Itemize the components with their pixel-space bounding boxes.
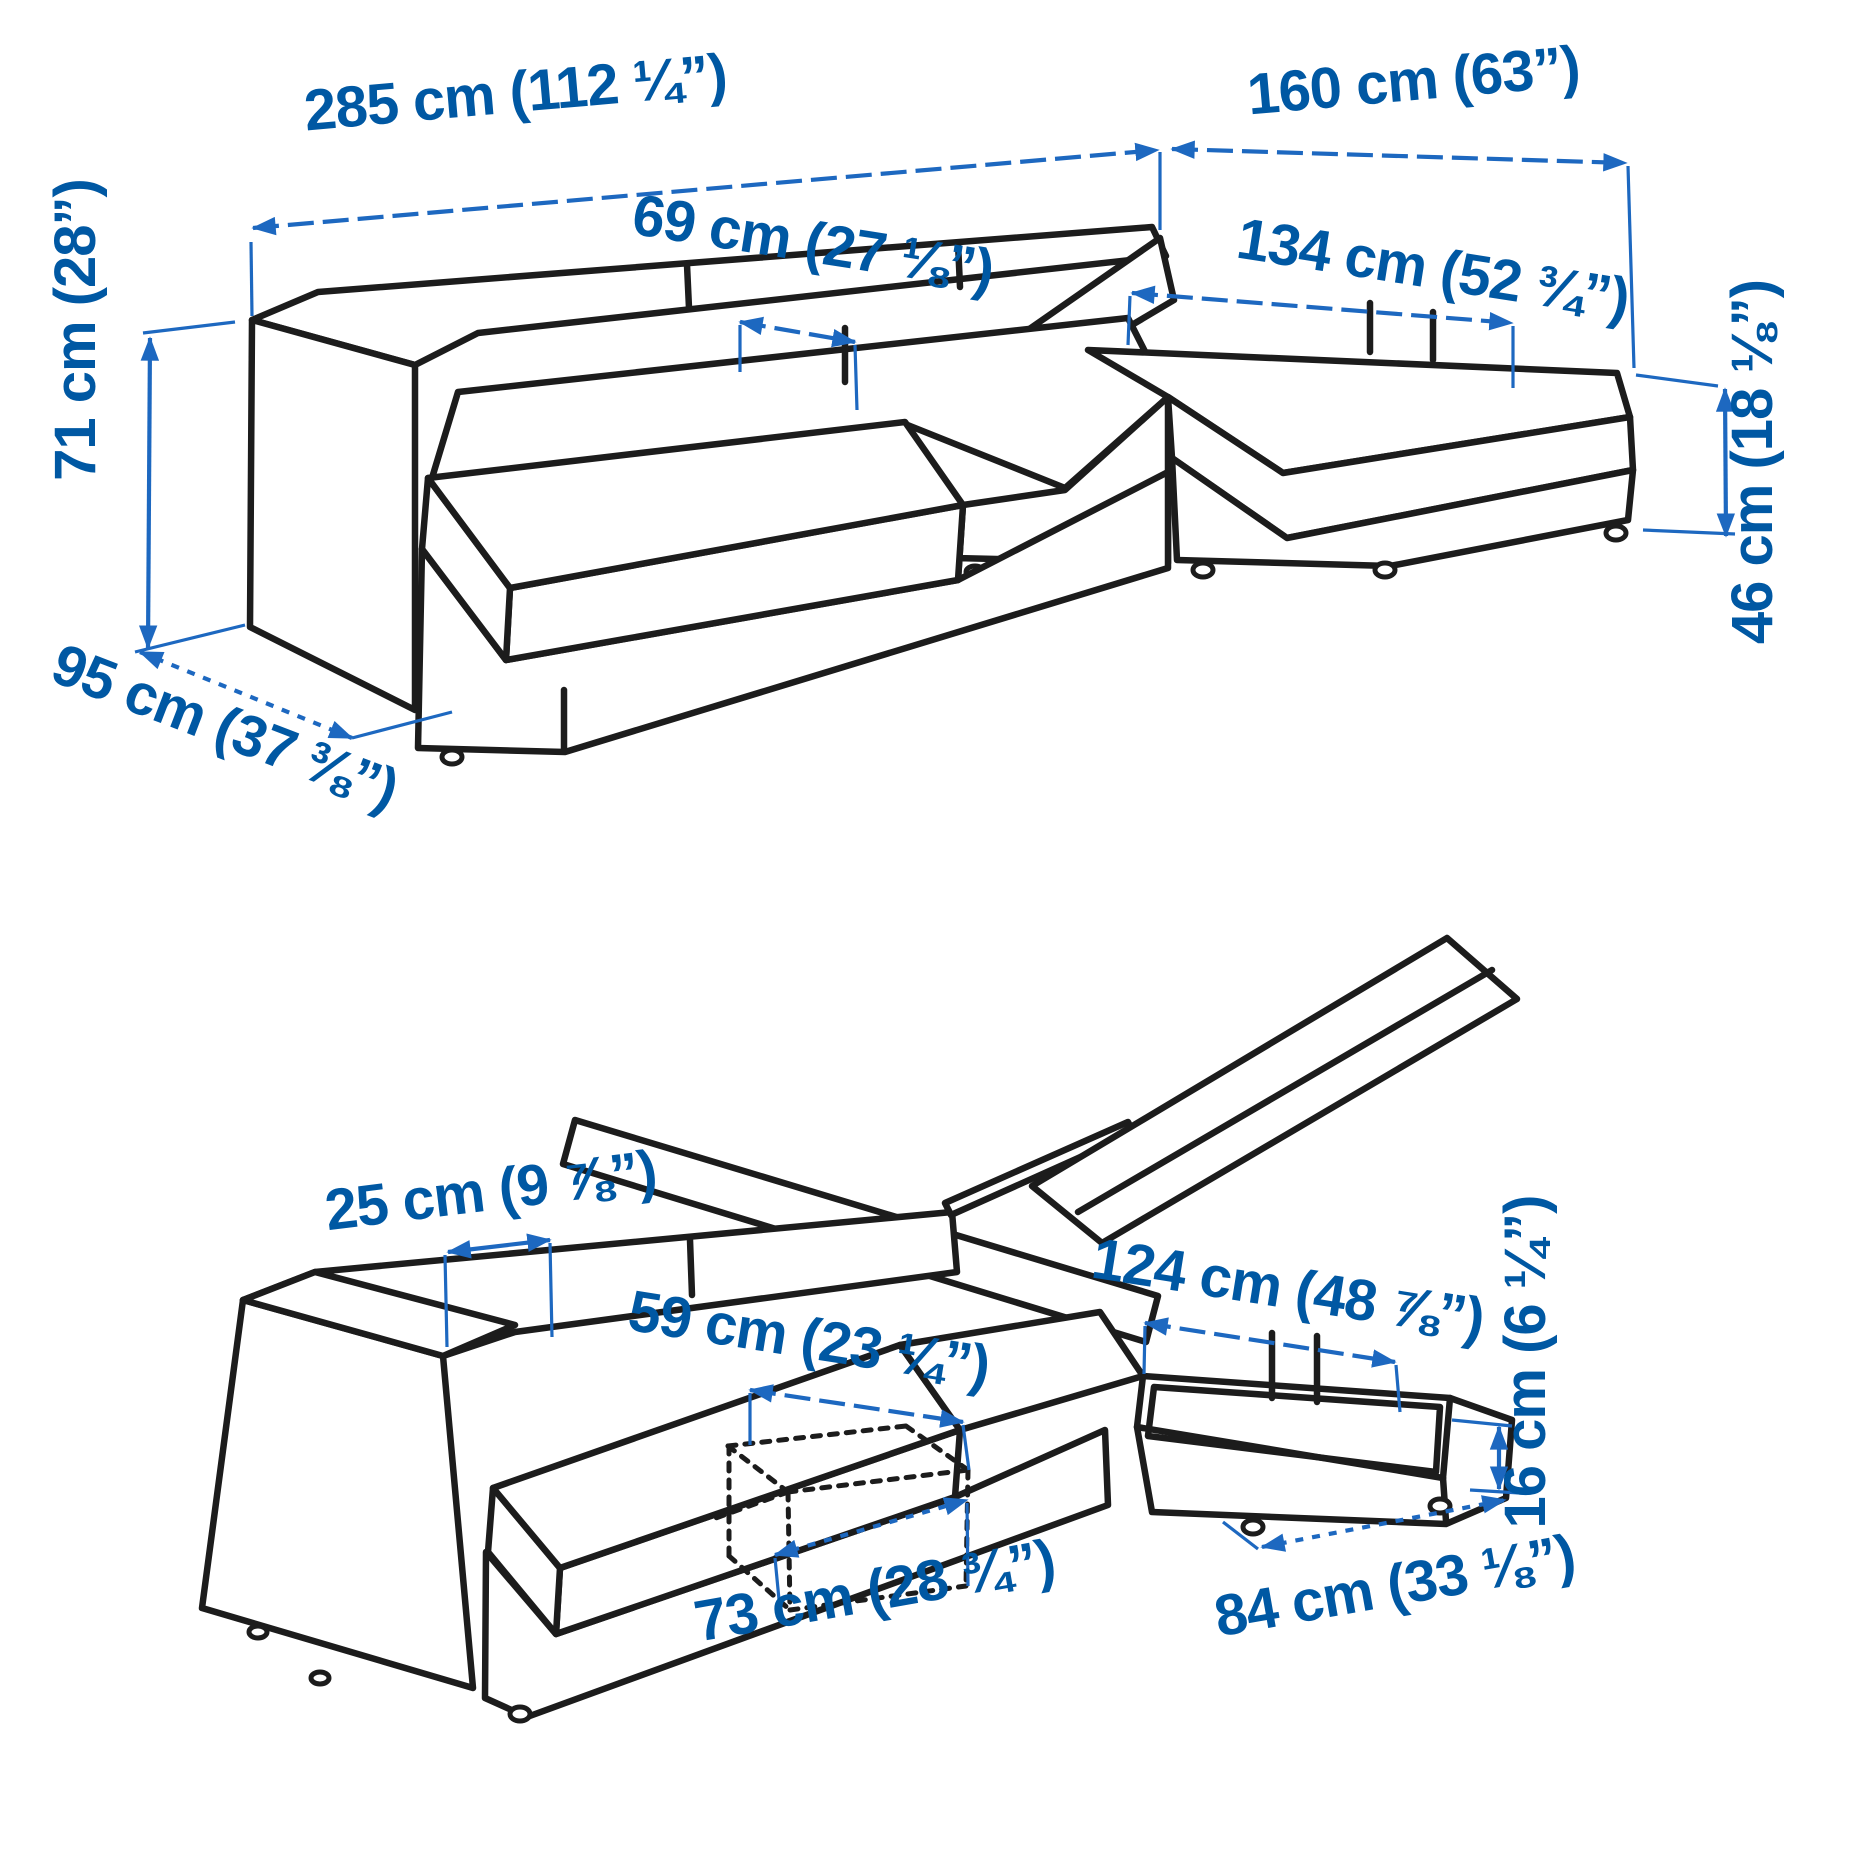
dim-46-line <box>1715 387 1736 538</box>
dim-46-tick-bottom <box>1642 528 1736 536</box>
dim-16-label: 16 cm (6 ¼”) <box>1493 1196 1558 1529</box>
dim-95-ext-right <box>351 710 453 740</box>
storage-box-corner <box>1439 1394 1454 1482</box>
dim-124-ext-right <box>1394 1364 1402 1413</box>
dim-25-ext-right <box>548 1242 554 1338</box>
armrest-front <box>246 316 419 714</box>
right-chaise-base <box>1168 454 1637 570</box>
dim-46-tick-top <box>1635 373 1719 388</box>
dim-84-ext-left <box>1222 1520 1259 1551</box>
foot <box>1372 560 1398 580</box>
dim-134-ext-left <box>1126 295 1132 346</box>
dim-124-line <box>1143 1317 1397 1368</box>
dim-95-ext-left <box>134 623 246 654</box>
dim-71-tick-top <box>142 320 236 335</box>
open-lid-inner <box>1074 966 1496 1216</box>
dim-73-ext-left <box>773 1557 782 1611</box>
dim-59-ext-right <box>961 1424 971 1471</box>
storage-box-inner-rim <box>1144 1383 1444 1476</box>
dim-69-ext-right <box>853 344 859 411</box>
dim-73-ext-right <box>965 1502 970 1587</box>
foot <box>439 747 465 767</box>
foot <box>507 1704 533 1724</box>
foot <box>1240 1517 1266 1537</box>
foot <box>308 1669 332 1687</box>
backrest-seam-2 <box>954 239 964 291</box>
dim-285-ext-left <box>249 241 254 317</box>
dim-71-label: 71 cm (28”) <box>43 179 108 481</box>
top-view-sofa <box>246 223 1637 767</box>
left-chaise-top <box>424 418 967 592</box>
dim-16-tick-top <box>1451 1418 1513 1428</box>
dim-69-line <box>738 316 857 348</box>
dim-25-line <box>446 1233 552 1259</box>
dim-84-line <box>1260 1495 1507 1552</box>
dim-95-line <box>138 650 354 740</box>
dim-160-line <box>1170 140 1628 172</box>
dim-25-ext-left <box>443 1254 449 1348</box>
dim-134-line <box>1130 285 1514 331</box>
dim-124-ext-left <box>1142 1325 1147 1375</box>
foot <box>246 1623 270 1641</box>
backrest-seam <box>683 261 693 312</box>
dim-59-line <box>748 1384 965 1428</box>
dim-71-line <box>138 336 160 650</box>
dim-285-line <box>251 142 1160 236</box>
backrest-seam-open <box>686 1236 696 1299</box>
foot <box>1603 523 1629 543</box>
dim-46-label: 46 cm (18 ⅛”) <box>1720 280 1785 644</box>
dim-16-tick-bottom <box>1469 1488 1521 1495</box>
foot <box>1190 560 1216 580</box>
dim-160-ext-right <box>1626 165 1636 369</box>
